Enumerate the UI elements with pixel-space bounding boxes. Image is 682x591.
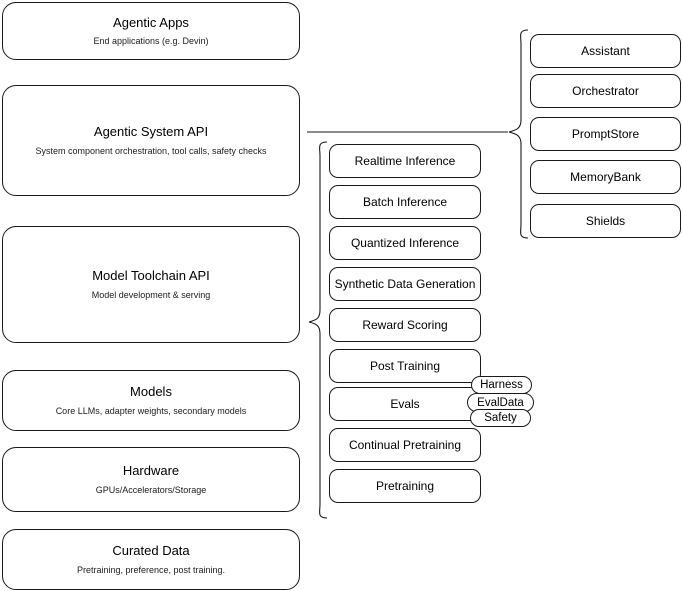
component-label: Batch Inference xyxy=(362,194,448,209)
agentic-system-brace xyxy=(508,29,529,239)
component-label: Synthetic Data Generation xyxy=(334,276,476,291)
component-label: Pretraining xyxy=(375,478,435,493)
toolchain-component-continual-pretraining[interactable]: Continual Pretraining xyxy=(329,428,481,462)
layer-subtitle: Model development & serving xyxy=(91,289,211,300)
component-label: Quantized Inference xyxy=(350,235,460,250)
stack-layer-curated-data[interactable]: Curated Data Pretraining, preference, po… xyxy=(2,529,300,590)
agentic-component-memorybank[interactable]: MemoryBank xyxy=(530,160,681,194)
layer-subtitle: GPUs/Accelerators/Storage xyxy=(95,484,207,495)
component-label: MemoryBank xyxy=(570,169,641,184)
toolchain-component-evals[interactable]: Evals xyxy=(329,387,481,421)
toolchain-component-quantized-inference[interactable]: Quantized Inference xyxy=(329,226,481,260)
toolchain-component-pretraining[interactable]: Pretraining xyxy=(329,469,481,503)
pill-label: EvalData xyxy=(477,396,524,409)
agentic-component-shields[interactable]: Shields xyxy=(530,204,681,238)
toolchain-component-batch-inference[interactable]: Batch Inference xyxy=(329,185,481,219)
layer-title: Model Toolchain API xyxy=(92,268,210,284)
stack-layer-agentic-system-api[interactable]: Agentic System API System component orch… xyxy=(2,85,300,196)
stack-layer-hardware[interactable]: Hardware GPUs/Accelerators/Storage xyxy=(2,447,300,512)
component-label: Continual Pretraining xyxy=(348,437,462,452)
component-label: Shields xyxy=(585,213,626,228)
layer-subtitle: End applications (e.g. Devin) xyxy=(93,36,209,46)
pill-label: Harness xyxy=(480,379,523,391)
toolchain-component-synthetic-data-generation[interactable]: Synthetic Data Generation xyxy=(329,267,481,301)
pill-label: Safety xyxy=(484,412,517,424)
component-label: Evals xyxy=(390,396,420,411)
component-label: Realtime Inference xyxy=(354,153,456,168)
layer-title: Models xyxy=(130,384,172,400)
stack-layer-models[interactable]: Models Core LLMs, adapter weights, secon… xyxy=(2,370,300,431)
layer-subtitle: Core LLMs, adapter weights, secondary mo… xyxy=(55,405,247,416)
layer-subtitle: System component orchestration, tool cal… xyxy=(35,145,267,156)
toolchain-brace xyxy=(308,141,328,519)
toolchain-component-post-training[interactable]: Post Training xyxy=(329,349,481,383)
agentic-component-assistant[interactable]: Assistant xyxy=(530,34,681,68)
toolchain-component-reward-scoring[interactable]: Reward Scoring xyxy=(329,308,481,342)
evals-subcomponent-harness[interactable]: Harness xyxy=(471,376,532,394)
layer-title: Curated Data xyxy=(112,543,190,559)
component-label: Reward Scoring xyxy=(362,317,448,332)
component-label: PromptStore xyxy=(571,126,640,141)
layer-title: Agentic Apps xyxy=(113,14,189,30)
component-label: Post Training xyxy=(369,358,441,373)
component-label: Orchestrator xyxy=(572,83,639,98)
layer-subtitle: Pretraining, preference, post training. xyxy=(76,564,226,575)
agentic-component-promptstore[interactable]: PromptStore xyxy=(530,117,681,151)
evals-subcomponent-safety[interactable]: Safety xyxy=(470,409,531,427)
component-label: Assistant xyxy=(581,43,630,58)
stack-layer-agentic-apps[interactable]: Agentic Apps End applications (e.g. Devi… xyxy=(2,2,300,60)
toolchain-component-realtime-inference[interactable]: Realtime Inference xyxy=(329,144,481,178)
stack-layer-model-toolchain-api[interactable]: Model Toolchain API Model development & … xyxy=(2,226,300,343)
layer-title: Agentic System API xyxy=(93,124,209,140)
agentic-component-orchestrator[interactable]: Orchestrator xyxy=(530,74,681,108)
layer-title: Hardware xyxy=(122,463,180,479)
